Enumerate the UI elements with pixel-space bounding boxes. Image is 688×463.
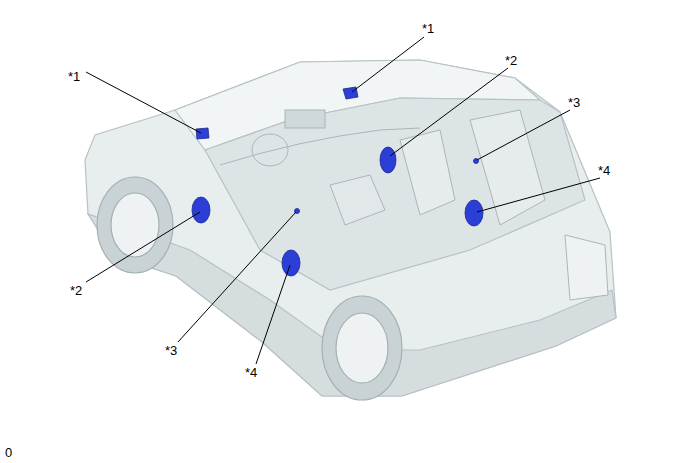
callout-number: *1 xyxy=(422,22,434,36)
callout-number: *4 xyxy=(245,366,257,380)
display xyxy=(285,110,325,128)
callout-number: *1 xyxy=(68,70,80,84)
leader-line xyxy=(256,265,290,364)
tweeter xyxy=(196,128,209,139)
leader-line xyxy=(477,110,570,160)
body-outline xyxy=(85,60,616,396)
cabin xyxy=(205,98,585,290)
figure-code: 0 xyxy=(5,446,12,460)
door-speaker xyxy=(192,197,210,223)
tail xyxy=(565,235,608,300)
speakers xyxy=(192,87,483,276)
front-wheel xyxy=(97,177,173,273)
callout-number: *2 xyxy=(70,284,82,298)
leader-line xyxy=(86,212,200,282)
console xyxy=(330,175,385,225)
leader-line xyxy=(86,72,201,133)
callout-number: *2 xyxy=(505,54,517,68)
leader-line xyxy=(352,37,424,92)
callout-number: *3 xyxy=(568,96,580,110)
callout-number: *3 xyxy=(165,344,177,358)
rear-speaker xyxy=(465,200,483,226)
steering-wheel xyxy=(252,134,288,166)
leader-line xyxy=(178,212,296,342)
leader-line xyxy=(477,178,600,212)
rear-speaker xyxy=(282,250,300,276)
leader-lines xyxy=(86,37,600,364)
rear-rim xyxy=(336,313,388,383)
front-rim xyxy=(111,193,159,257)
callout-number: *4 xyxy=(598,164,610,178)
door-speaker xyxy=(380,147,396,173)
rear-wheel xyxy=(322,296,402,400)
wheels xyxy=(97,177,402,400)
leader-line xyxy=(390,68,508,156)
car-body xyxy=(85,60,616,396)
